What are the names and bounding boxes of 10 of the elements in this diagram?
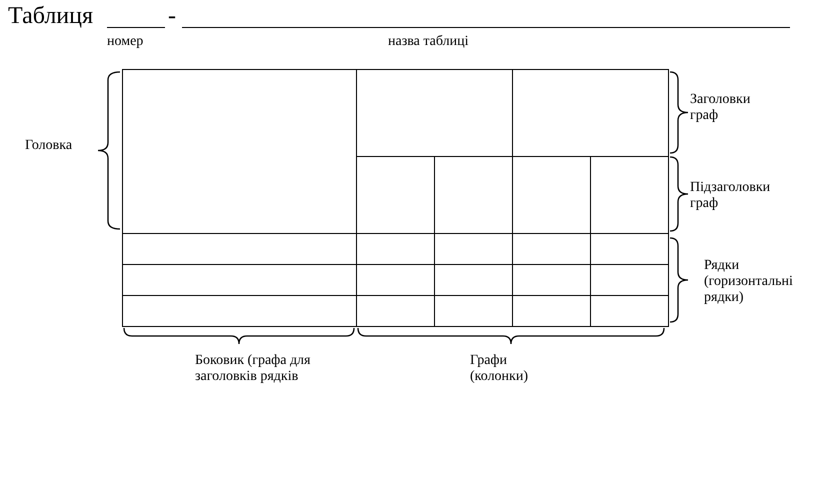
annotation-label: Графи (колонки)	[470, 353, 530, 385]
dash: -	[168, 2, 176, 30]
annotation-label: Боковик (графа для заголовків рядків	[195, 353, 312, 385]
annotation-label: Рядки (горизонтальні рядки)	[704, 258, 794, 306]
annotation-label: Головка	[25, 138, 74, 154]
title: Таблиця	[8, 2, 94, 30]
field-caption: назва таблиці	[388, 34, 470, 50]
field-caption: номер	[107, 34, 144, 50]
annotation-label: Підзаголовки граф	[690, 180, 772, 212]
annotation-label: Заголовки граф	[690, 92, 752, 124]
